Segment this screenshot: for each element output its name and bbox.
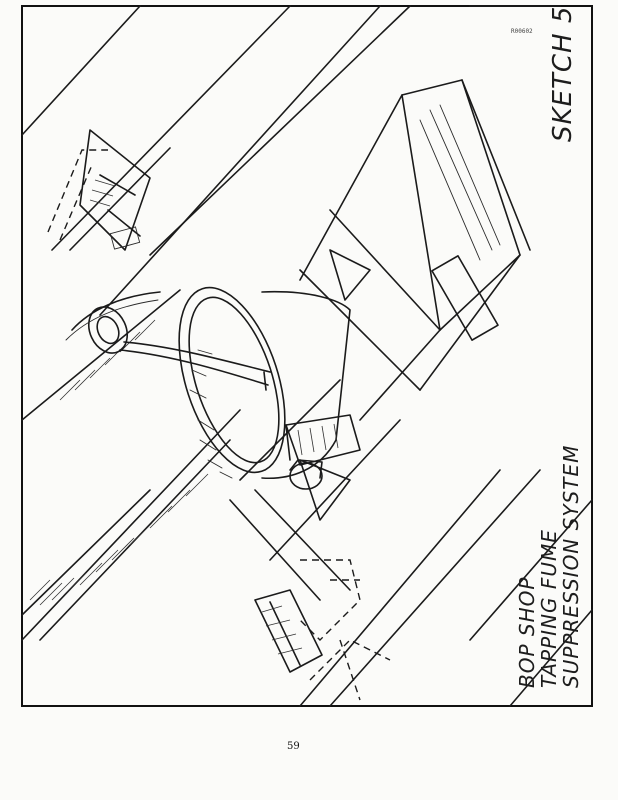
title-line-bop-shop: BOP SHOP — [515, 576, 539, 688]
hydraulic-block — [285, 414, 361, 490]
upper-hood-structure — [47, 129, 151, 251]
duct-arm — [87, 306, 271, 391]
ladle-hood — [178, 286, 351, 480]
lower-collection-box — [254, 559, 391, 701]
furnace-platform — [299, 79, 531, 421]
rail-runway — [229, 209, 441, 601]
title-line-tapping-fume: TAPPING FUME — [537, 529, 561, 688]
sketch-title: SKETCH 5 — [548, 5, 578, 142]
page-number: 59 — [287, 741, 300, 752]
drawing-border — [21, 5, 593, 707]
title-line-suppression-system: SUPPRESSION SYSTEM — [559, 444, 583, 688]
building-lines — [21, 5, 593, 707]
reference-code: R00602 — [511, 28, 533, 35]
tapping-stream — [65, 291, 161, 341]
